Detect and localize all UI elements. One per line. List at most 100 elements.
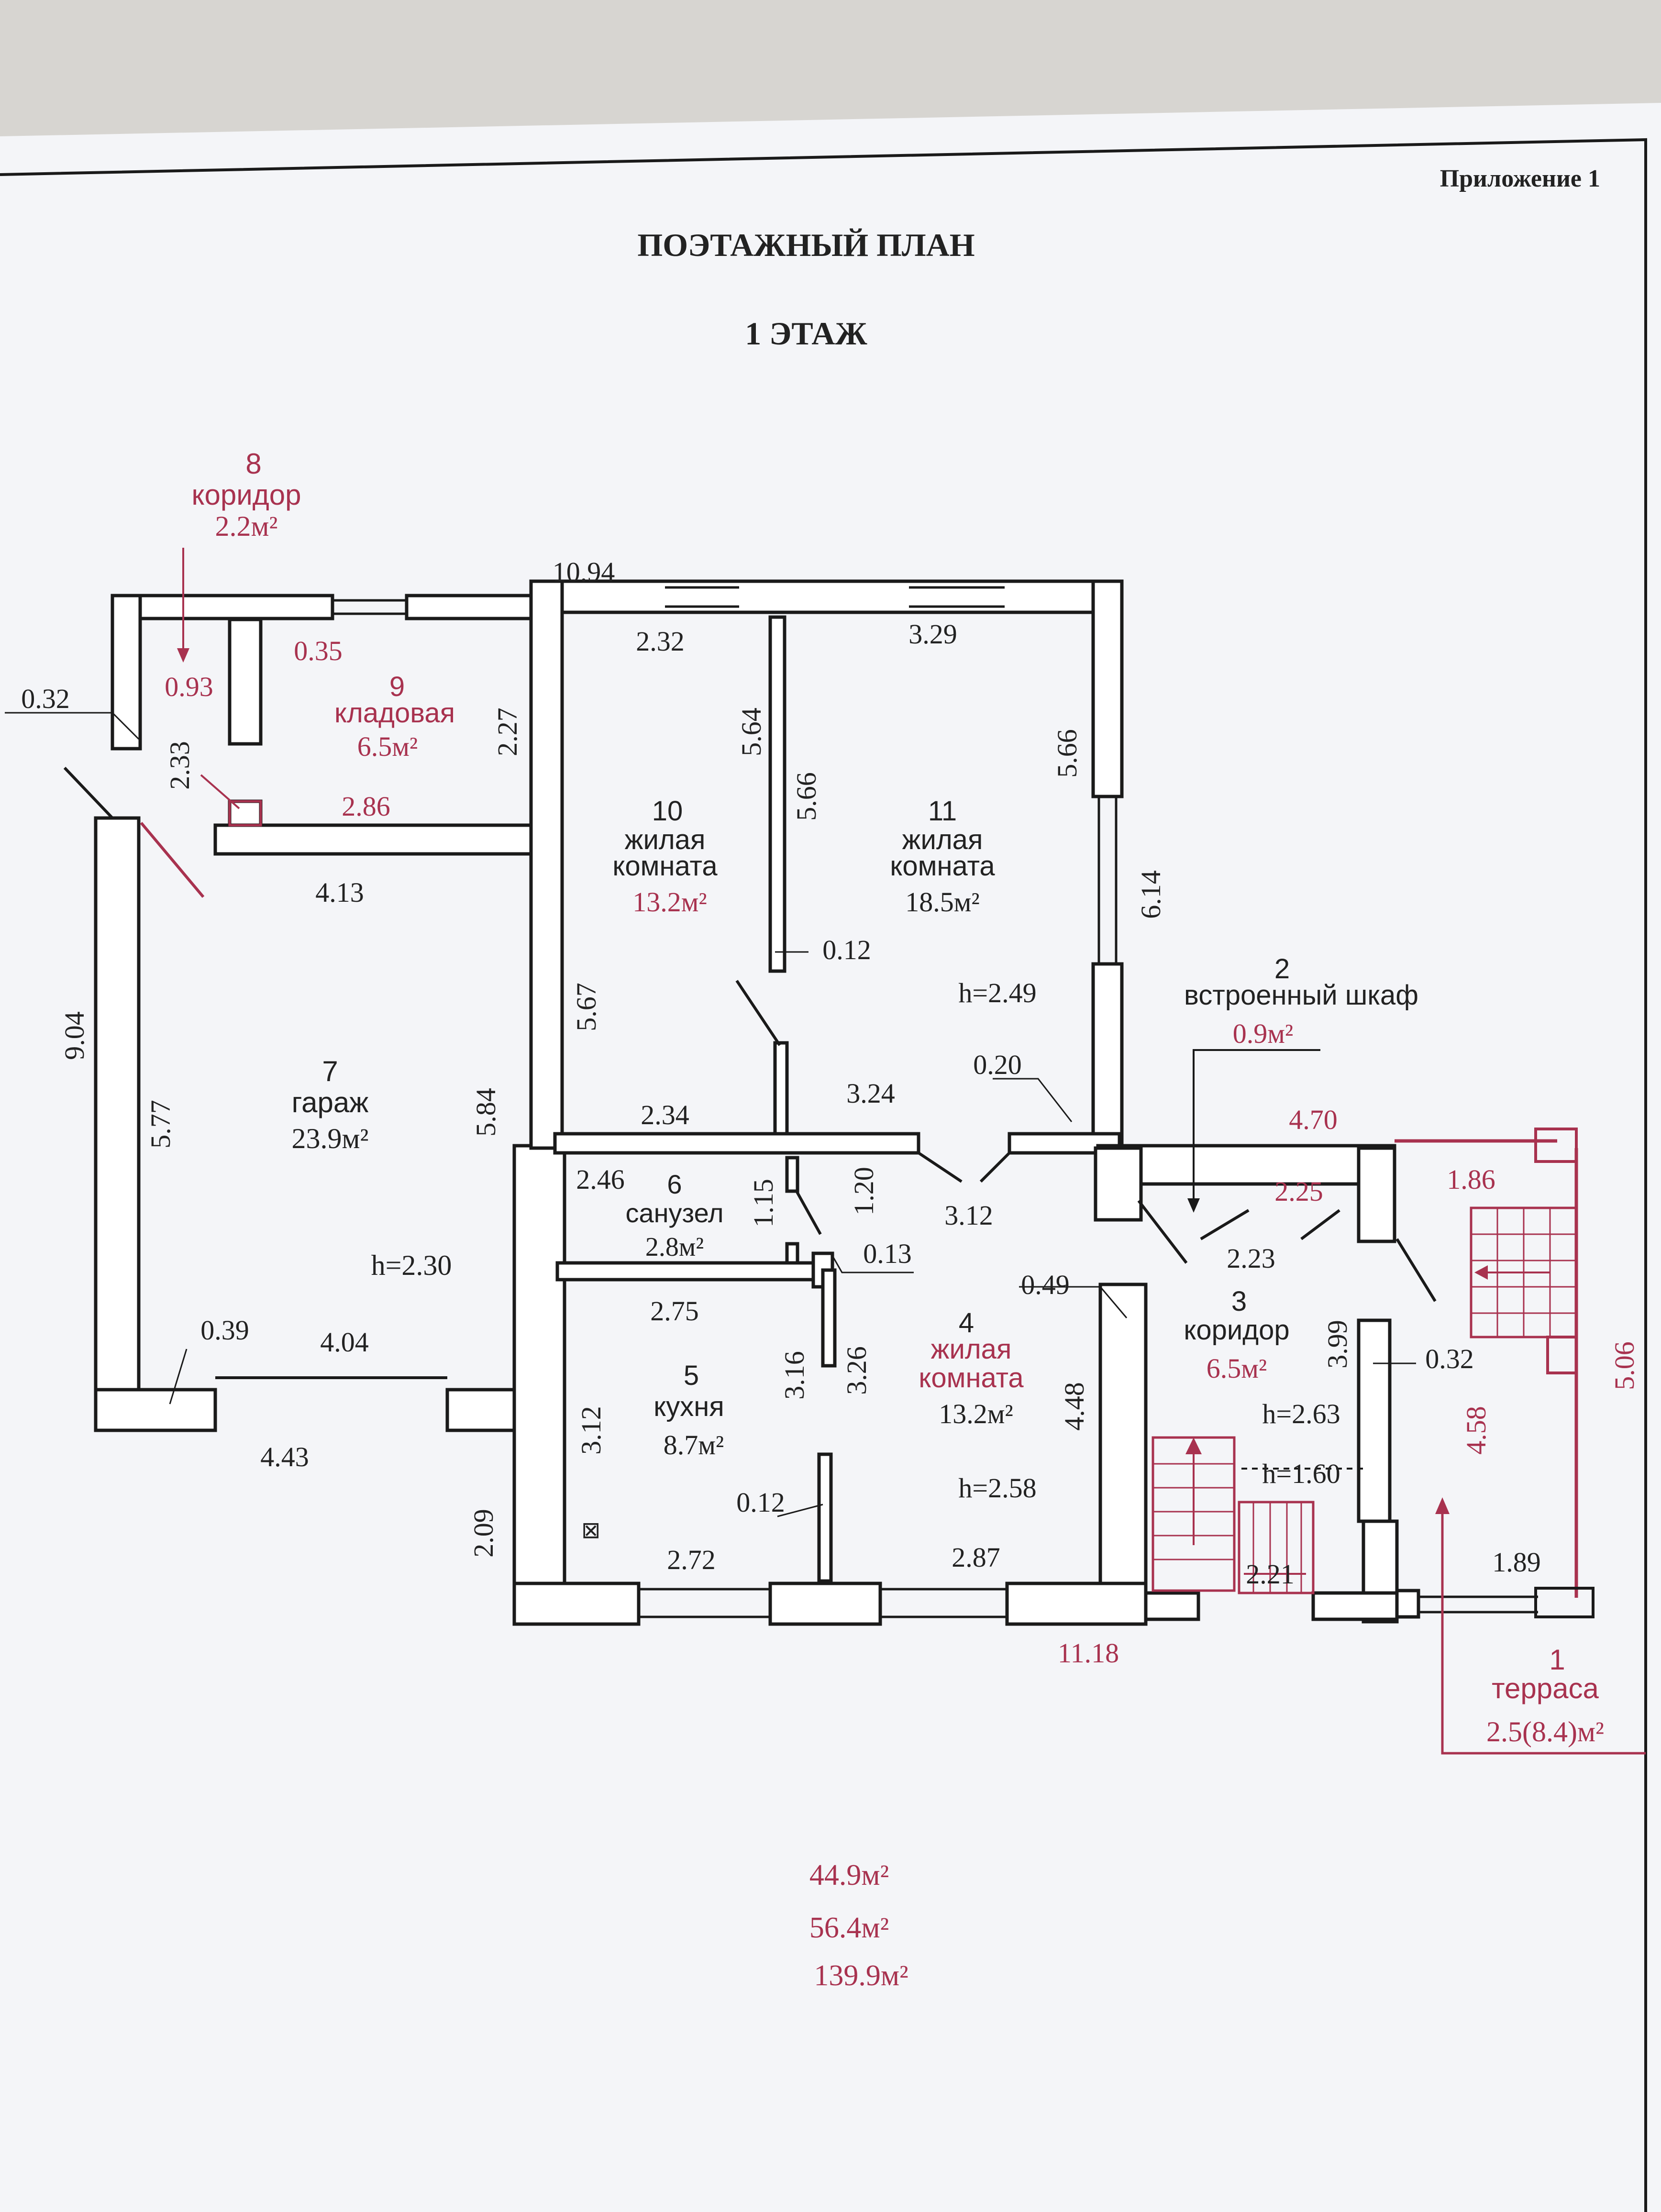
dim-label: 2.86	[342, 791, 390, 822]
svg-text:6: 6	[667, 1169, 682, 1199]
paper	[0, 103, 1661, 2212]
dim-label: 0.20	[973, 1049, 1022, 1080]
room-5-label: 5 кухня 8.7м²	[653, 1360, 724, 1460]
svg-text:2: 2	[1274, 953, 1290, 984]
dim-label: 2.25	[1274, 1176, 1323, 1207]
dim-label: 5.84	[470, 1088, 501, 1137]
svg-text:6.5м²: 6.5м²	[357, 731, 418, 762]
wall	[1005, 1582, 1148, 1626]
svg-text:кладовая: кладовая	[334, 697, 455, 729]
dim-label: 3.12	[576, 1406, 607, 1455]
room-11-label: 11 жилая комната 18.5м² h=2.49	[890, 796, 1036, 1008]
wall	[445, 1388, 516, 1432]
svg-text:10: 10	[652, 796, 683, 827]
dim-label: 5.66	[791, 772, 822, 821]
room-4-label: 4 жилая комната 13.2м² h=2.58	[919, 1307, 1036, 1504]
storage-marker	[228, 800, 262, 827]
room-7-label: 7 гараж 23.9м² h=2.30	[292, 1055, 452, 1281]
svg-text:комната: комната	[890, 851, 995, 882]
dim-label: 4.13	[315, 877, 364, 908]
dim-label: 2.21	[1246, 1559, 1295, 1590]
height-label: h=1.60	[1262, 1458, 1340, 1489]
dim-label: 10.94	[553, 556, 615, 587]
walls	[94, 579, 1420, 1626]
svg-text:гараж: гараж	[292, 1086, 369, 1118]
wall	[1091, 579, 1124, 798]
svg-text:7: 7	[322, 1055, 338, 1087]
room-2-label: 2 встроенный шкаф 0.9м²	[1184, 953, 1418, 1049]
dim-label: 6.14	[1135, 870, 1166, 919]
svg-text:комната: комната	[612, 851, 718, 882]
windows	[332, 586, 1538, 1618]
dim-label: 5.66	[1052, 729, 1083, 778]
wall	[529, 579, 1119, 614]
dim-label: 2.27	[492, 708, 523, 756]
dim-label: 4.48	[1059, 1382, 1090, 1431]
dim-label: 0.93	[165, 671, 213, 702]
dim-label: 5.77	[145, 1100, 176, 1149]
svg-text:жилая: жилая	[902, 824, 983, 855]
wall	[228, 618, 263, 746]
wall	[512, 1582, 641, 1626]
svg-text:санузел: санузел	[625, 1198, 723, 1228]
dim-label: 2.32	[636, 626, 685, 657]
svg-text:0.9м²: 0.9м²	[1233, 1018, 1294, 1049]
dim-label: 0.32	[21, 683, 70, 714]
svg-text:11: 11	[928, 796, 957, 827]
wall	[768, 1582, 882, 1626]
wall	[555, 1261, 834, 1282]
dim-label: 2.87	[952, 1542, 1000, 1573]
dim-label: 2.23	[1227, 1243, 1275, 1274]
wall	[1098, 1283, 1148, 1621]
svg-text:18.5м²: 18.5м²	[905, 886, 980, 918]
dim-label: 1.86	[1447, 1164, 1495, 1195]
plan-title: ПОЭТАЖНЫЙ ПЛАН	[637, 227, 974, 263]
svg-text:8: 8	[245, 448, 261, 480]
room-9-label: 9 кладовая 6.5м²	[334, 671, 455, 762]
dim-label: 11.18	[1058, 1637, 1119, 1669]
svg-text:коридор: коридор	[1184, 1315, 1289, 1346]
svg-text:2.5(8.4)м²: 2.5(8.4)м²	[1486, 1716, 1604, 1747]
dim-label: 3.26	[841, 1346, 872, 1395]
dim-label: 1.89	[1492, 1547, 1541, 1578]
leader-lines	[5, 548, 1416, 1517]
wall	[1395, 1589, 1420, 1619]
svg-text:встроенный шкаф: встроенный шкаф	[1184, 980, 1418, 1011]
appendix-label: Приложение 1	[1440, 165, 1600, 192]
svg-text:3: 3	[1231, 1286, 1247, 1317]
svg-text:9: 9	[389, 671, 405, 702]
dim-label: 5.67	[571, 983, 602, 1031]
total-area: 139.9м²	[814, 1959, 908, 1992]
wall	[405, 594, 535, 620]
dim-label: 0.12	[736, 1487, 785, 1518]
frame-border	[0, 138, 1647, 2212]
dim-label: 0.12	[822, 934, 871, 965]
dim-label: 0.13	[863, 1238, 912, 1269]
total-area: 44.9м²	[809, 1859, 889, 1891]
dim-label: 5.64	[736, 708, 767, 756]
door-swing-red	[140, 822, 205, 898]
dim-label: 0.32	[1425, 1343, 1474, 1374]
svg-text:жилая: жилая	[625, 824, 706, 855]
dim-label: 2.34	[641, 1099, 689, 1130]
svg-text:h=2.49: h=2.49	[958, 977, 1036, 1008]
svg-text:кухня: кухня	[653, 1391, 724, 1422]
dim-label: 4.58	[1461, 1406, 1492, 1455]
wall	[1311, 1591, 1399, 1621]
dimension-labels: 10.94 2.32 3.29 0.35 0.93 0.32 2.27 2.33…	[21, 556, 1640, 1669]
wall	[1091, 962, 1124, 1152]
dim-label: 9.04	[59, 1011, 90, 1060]
wall	[817, 1452, 833, 1583]
wall	[529, 579, 564, 1150]
wall	[1357, 1318, 1392, 1523]
stairs	[1152, 1436, 1363, 1594]
doors	[63, 766, 1437, 1302]
kitchen-stove-symbol: ⊠	[581, 1518, 600, 1543]
floor-label: 1 ЭТАЖ	[745, 315, 867, 352]
svg-text:5: 5	[684, 1360, 699, 1391]
room-6-label: 6 санузел 2.8м²	[625, 1169, 723, 1262]
wall	[111, 594, 334, 620]
room-3-label: 3 коридор 6.5м²	[1184, 1286, 1289, 1384]
svg-text:1: 1	[1549, 1644, 1565, 1676]
